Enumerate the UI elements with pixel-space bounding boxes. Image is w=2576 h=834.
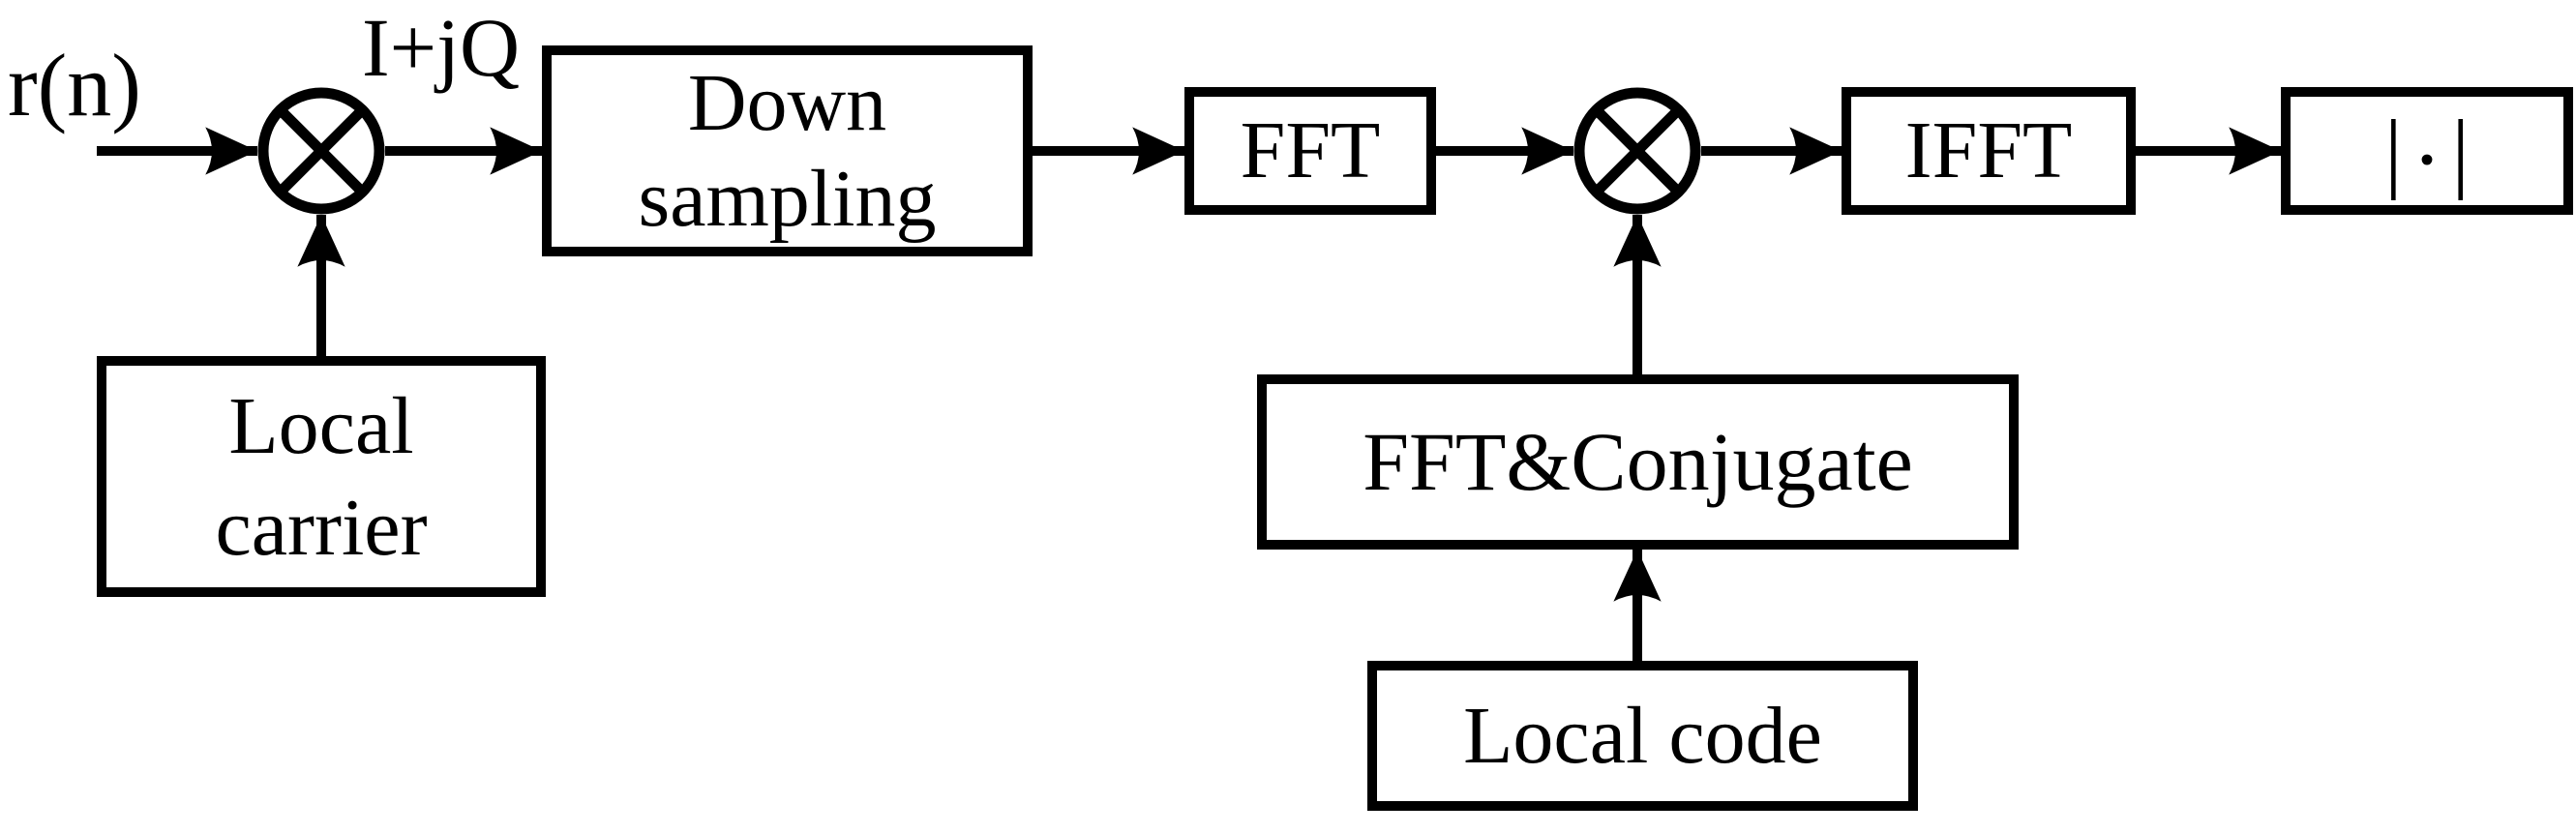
multiplier-icon <box>257 87 385 215</box>
fft-label: FFT <box>1240 105 1381 196</box>
down-sampling-block: Down sampling <box>542 45 1033 256</box>
fft-conjugate-block: FFT&Conjugate <box>1257 374 2019 550</box>
ifft-block: IFFT <box>1842 87 2136 215</box>
local-code-label: Local code <box>1463 690 1822 781</box>
ifft-label: IFFT <box>1904 105 2073 196</box>
down-sampling-label: Down sampling <box>638 57 937 244</box>
multiplier-icon <box>1573 87 1701 215</box>
fft-conjugate-label: FFT&Conjugate <box>1363 414 1913 508</box>
fft-block: FFT <box>1184 87 1436 215</box>
magnitude-block: | . | <box>2281 87 2573 215</box>
local-carrier-label: Local carrier <box>215 380 428 573</box>
complex-signal-label: I+jQ <box>362 1 521 94</box>
magnitude-left-bar: | <box>2384 102 2403 200</box>
magnitude-right-bar: | <box>2451 102 2470 200</box>
input-signal-label: r(n) <box>8 36 141 134</box>
local-code-block: Local code <box>1367 661 1918 811</box>
magnitude-dot: . <box>2415 84 2439 183</box>
local-carrier-block: Local carrier <box>97 356 546 597</box>
